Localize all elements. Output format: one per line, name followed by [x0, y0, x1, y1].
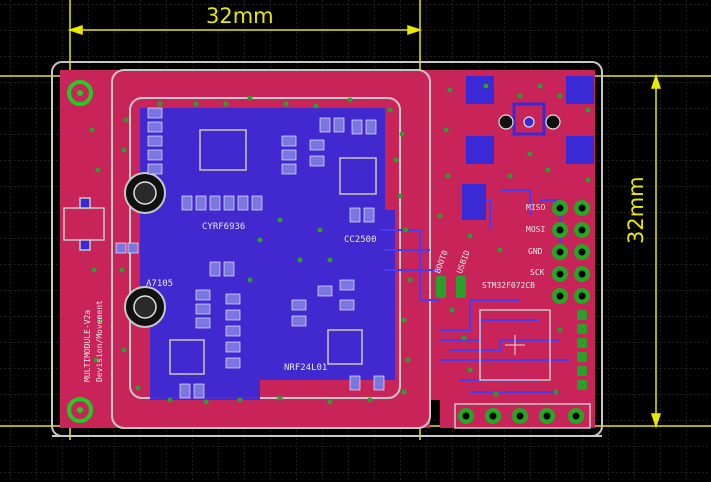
crystal-oscillators	[124, 172, 166, 328]
mounting-holes	[67, 80, 93, 423]
mosi-pin-label: MOSI	[526, 225, 546, 234]
board-name-silkscreen: MULTIMODULE-V2a	[83, 309, 92, 382]
board-credit-silkscreen: Devision/Movement	[95, 300, 104, 382]
chip-outlines	[169, 129, 377, 375]
spi-header-pins	[552, 200, 590, 304]
nrf24l01-label: NRF24L01	[284, 363, 328, 373]
stm32-label: STM32F072CB	[482, 281, 535, 290]
jumper-pads	[436, 276, 466, 298]
antenna-connector-pads	[466, 76, 594, 164]
sck-pin-label: SCK	[530, 268, 545, 277]
right-pin-header	[577, 310, 587, 390]
cc2500-label: CC2500	[344, 235, 377, 245]
smd-components	[115, 107, 385, 399]
bottom-copper-pour	[140, 108, 395, 400]
width-dimension-label: 32mm	[206, 4, 274, 28]
a7105-label: A7105	[146, 279, 174, 289]
stm32-crosshair	[505, 335, 525, 355]
antenna-connector-holes	[498, 114, 561, 130]
small-blue-component	[462, 184, 486, 220]
height-dimension-label: 32mm	[624, 176, 648, 244]
cyrf6936-label: CYRF6936	[202, 222, 246, 232]
gnd-pin-label: GND	[528, 247, 543, 256]
left-antenna-connector	[63, 197, 105, 251]
miso-pin-label: MISO	[526, 203, 546, 212]
vias	[89, 83, 591, 405]
bottom-header-pins	[458, 408, 584, 424]
stm32-chip-outline	[479, 309, 551, 381]
bottom-header-outline	[454, 403, 591, 429]
